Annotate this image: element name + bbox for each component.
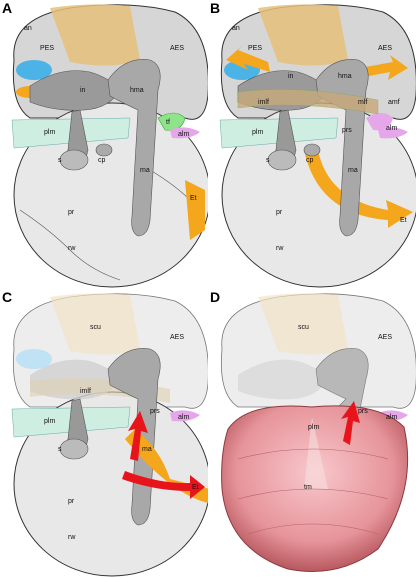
panel-letter-b: B — [210, 0, 221, 16]
label-tf: tf — [166, 119, 170, 126]
label-ma: ma — [348, 167, 358, 174]
panel-a-illustration: an PES AES in hma tf alm plm s cp ma Et … — [11, 4, 208, 288]
label-et: Et — [400, 217, 407, 224]
label-pr: pr — [68, 498, 75, 505]
label-in: in — [288, 73, 294, 80]
label-plm: plm — [308, 424, 319, 431]
label-aes: AES — [378, 45, 392, 52]
panel-letter-a: A — [2, 0, 13, 16]
label-plm: plm — [44, 418, 55, 425]
panel-b: an PES AES in hma imlf mlf amf alm plm p… — [208, 0, 416, 289]
label-s: s — [266, 157, 270, 164]
label-imlf: imlf — [258, 99, 269, 106]
label-alm: alm — [178, 131, 189, 138]
label-et: Et — [190, 195, 197, 202]
label-aes: AES — [378, 334, 392, 341]
label-imlf: imlf — [80, 388, 91, 395]
panel-c: scu AES imlf prs alm plm s ma Et pr rw C — [0, 289, 208, 578]
label-pes: PES — [40, 45, 54, 52]
panel-letter-d: D — [210, 289, 221, 305]
label-pes: PES — [248, 45, 262, 52]
label-s: s — [58, 446, 62, 453]
panel-d-illustration: scu AES prs alm plm tm — [221, 293, 416, 572]
label-s: s — [58, 157, 62, 164]
label-cp: cp — [306, 157, 314, 164]
label-mlf: mlf — [358, 99, 367, 106]
label-hma: hma — [338, 73, 352, 80]
panel-d: scu AES prs alm plm tm D — [208, 289, 416, 578]
label-in: in — [80, 87, 86, 94]
label-alm: alm — [386, 414, 397, 421]
panel-a: an PES AES in hma tf alm plm s cp ma Et … — [0, 0, 208, 289]
label-ma: ma — [140, 167, 150, 174]
label-plm: plm — [44, 129, 55, 136]
panel-letter-c: C — [2, 289, 13, 305]
label-an: an — [232, 25, 240, 32]
label-et: Et — [192, 484, 199, 491]
label-ma: ma — [142, 446, 152, 453]
label-rw: rw — [68, 534, 76, 541]
label-cp: cp — [98, 157, 106, 164]
label-prs: prs — [342, 127, 352, 134]
label-scu: scu — [90, 324, 101, 331]
label-aes: AES — [170, 334, 184, 341]
label-aes: AES — [170, 45, 184, 52]
label-hma: hma — [130, 87, 144, 94]
label-amf: amf — [388, 99, 400, 106]
label-alm: alm — [178, 414, 189, 421]
label-prs: prs — [358, 408, 368, 415]
panel-b-illustration: an PES AES in hma imlf mlf amf alm plm p… — [219, 4, 416, 288]
label-rw: rw — [68, 245, 76, 252]
label-scu: scu — [298, 324, 309, 331]
label-pr: pr — [68, 209, 75, 216]
label-an: an — [24, 25, 32, 32]
label-alm: alm — [386, 125, 397, 132]
label-pr: pr — [276, 209, 283, 216]
panel-c-illustration: scu AES imlf prs alm plm s ma Et pr rw — [11, 293, 208, 577]
label-tm: tm — [304, 484, 312, 491]
label-plm: plm — [252, 129, 263, 136]
label-rw: rw — [276, 245, 284, 252]
label-prs: prs — [150, 408, 160, 415]
